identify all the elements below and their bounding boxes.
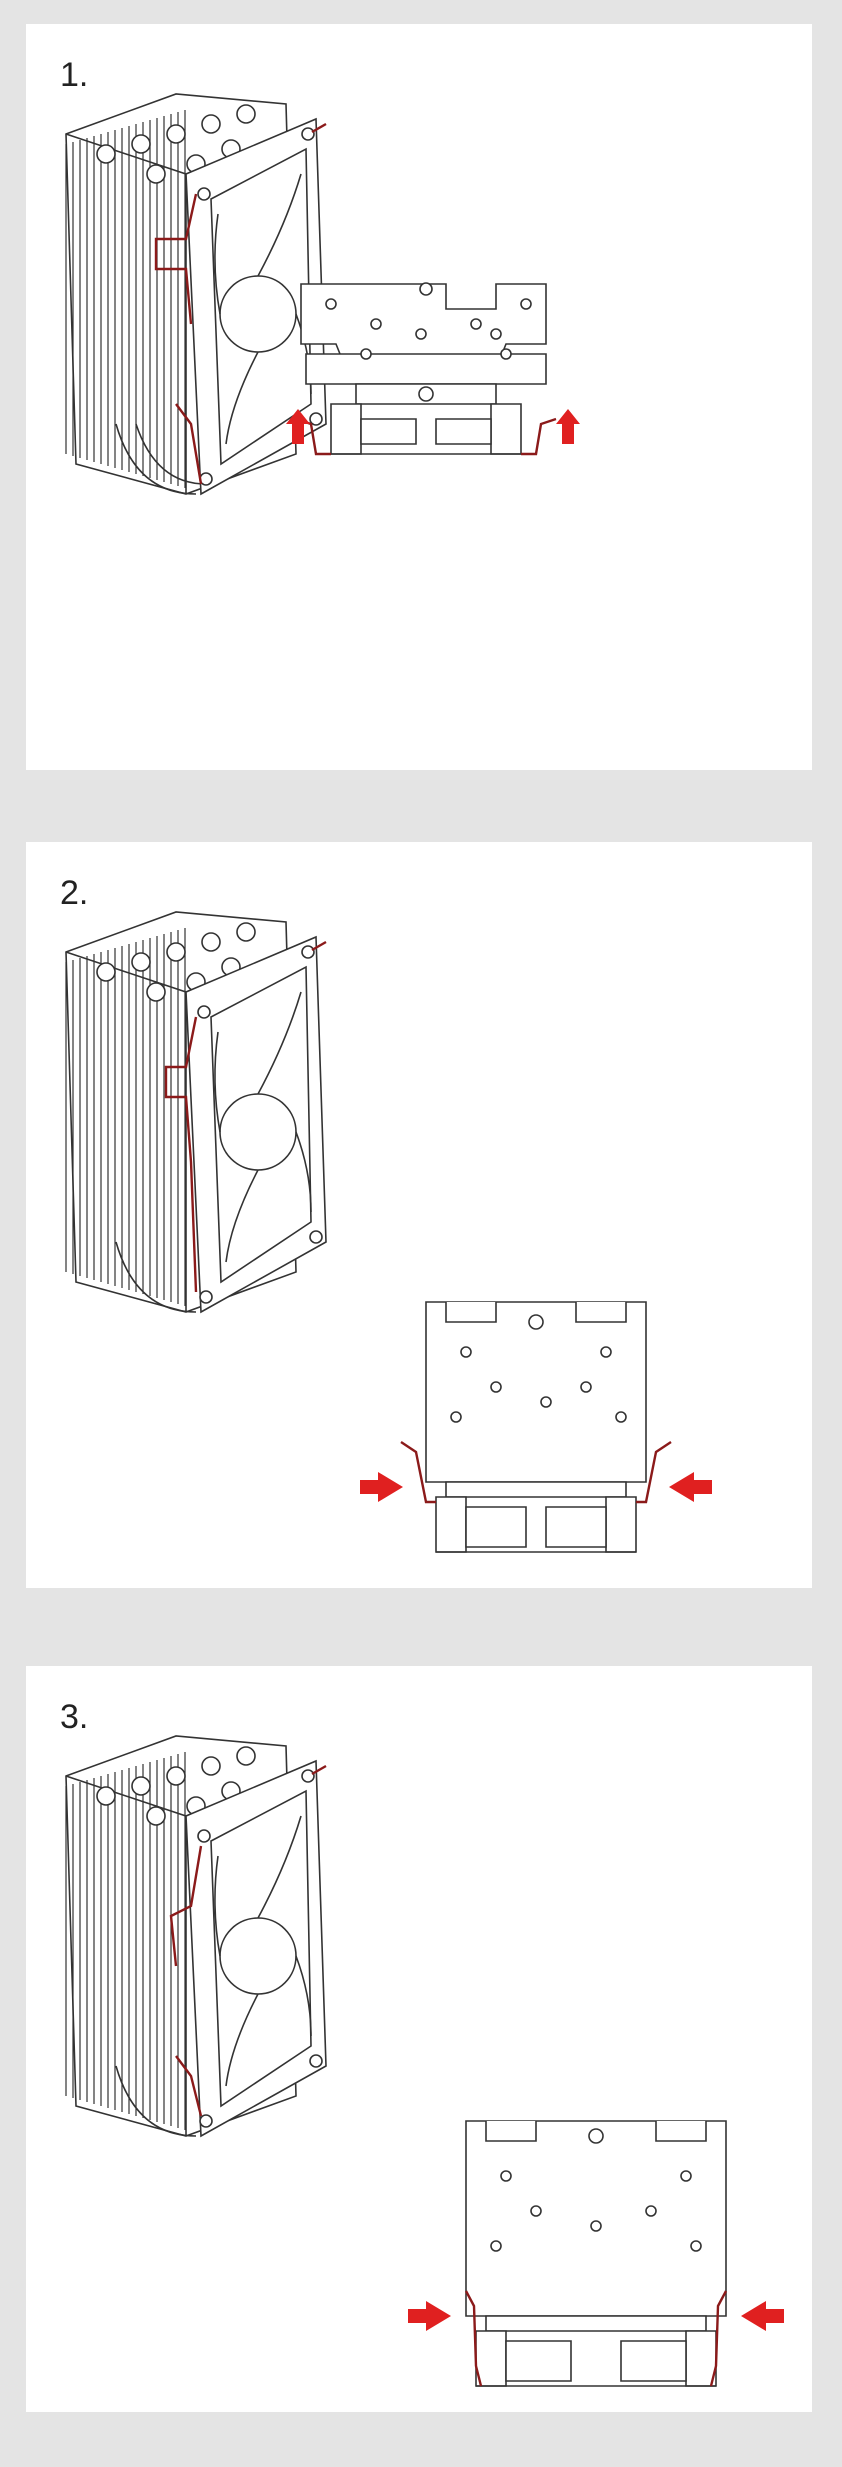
arrow-left-icon: [741, 2301, 784, 2331]
step-panel-3: 3.: [26, 1666, 812, 2412]
step-illustration: [26, 1666, 812, 2412]
step-illustration: [26, 842, 812, 1588]
cooler-side-view-icon: [301, 283, 546, 454]
step-panel-2: 2.: [26, 842, 812, 1588]
step-illustration: [26, 24, 812, 770]
arrow-left-icon: [669, 1472, 712, 1502]
arrow-right-icon: [408, 2301, 451, 2331]
fan-clip-icon: [521, 419, 556, 454]
fan-icon: [186, 937, 326, 1312]
step-panel-1: 1.: [26, 24, 812, 770]
arrow-up-icon: [556, 409, 580, 444]
cooler-side-view-icon: [426, 1302, 646, 1552]
arrow-right-icon: [360, 1472, 403, 1502]
fan-icon: [186, 1761, 326, 2136]
cooler-side-view-icon: [466, 2121, 726, 2386]
